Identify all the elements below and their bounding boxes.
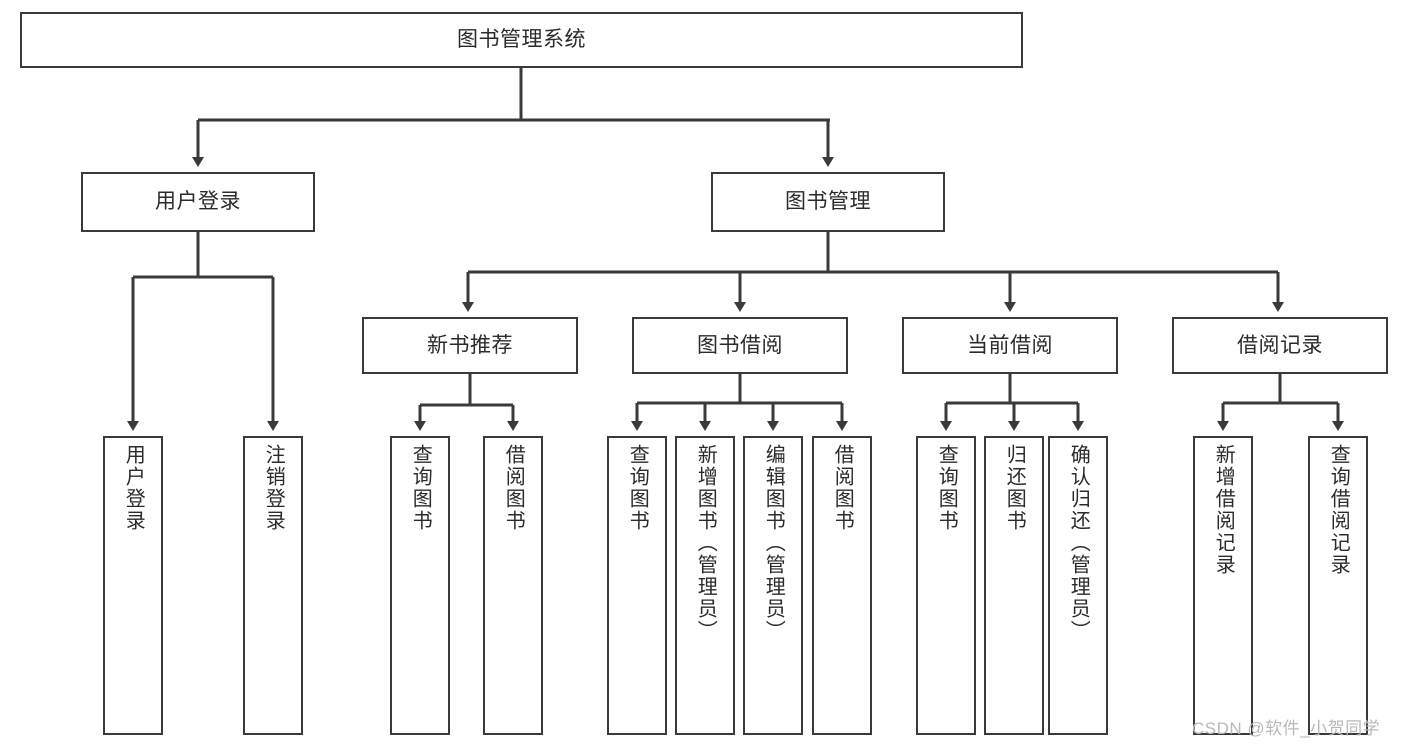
node-book-manage[interactable]: 图书管理	[711, 172, 945, 232]
leaf-add-record-label: 新增借阅记录	[1212, 444, 1235, 576]
node-book-borrow[interactable]: 图书借阅	[632, 317, 848, 374]
leaf-borrow-book-rec[interactable]: 借阅图书	[483, 436, 543, 735]
node-book-borrow-label: 图书借阅	[697, 333, 783, 357]
leaf-return-book-label: 归还图书	[1003, 444, 1026, 532]
node-current-borrow[interactable]: 当前借阅	[902, 317, 1118, 374]
node-book-manage-label: 图书管理	[785, 190, 871, 214]
leaf-confirm-return[interactable]: 确认归还（管理员）	[1048, 436, 1108, 735]
leaf-user-logout[interactable]: 注销登录	[243, 436, 303, 735]
leaf-query-record[interactable]: 查询借阅记录	[1308, 436, 1368, 735]
node-new-book-recommend-label: 新书推荐	[427, 333, 513, 357]
leaf-query-book-borrow[interactable]: 查询图书	[607, 436, 667, 735]
leaf-edit-book[interactable]: 编辑图书（管理员）	[743, 436, 803, 735]
leaf-user-login[interactable]: 用户登录	[103, 436, 163, 735]
leaf-user-logout-label: 注销登录	[262, 444, 285, 532]
node-current-borrow-label: 当前借阅	[967, 333, 1053, 357]
leaf-query-book-cur-label: 查询图书	[935, 444, 958, 532]
leaf-borrow-book[interactable]: 借阅图书	[812, 436, 872, 735]
node-new-book-recommend[interactable]: 新书推荐	[362, 317, 578, 374]
leaf-return-book[interactable]: 归还图书	[984, 436, 1044, 735]
leaf-edit-book-label: 编辑图书（管理员）	[762, 444, 785, 642]
leaf-borrow-book-label: 借阅图书	[831, 444, 854, 532]
csdn-watermark: CSDN @软件_小贺同学	[1192, 719, 1381, 738]
leaf-query-book-rec[interactable]: 查询图书	[390, 436, 450, 735]
leaf-add-book[interactable]: 新增图书（管理员）	[675, 436, 735, 735]
leaf-user-login-label: 用户登录	[122, 444, 145, 532]
node-user-login-label: 用户登录	[155, 190, 241, 214]
node-user-login[interactable]: 用户登录	[81, 172, 315, 232]
leaf-query-record-label: 查询借阅记录	[1327, 444, 1350, 576]
node-borrow-record-label: 借阅记录	[1237, 333, 1323, 357]
node-root-label: 图书管理系统	[457, 28, 586, 52]
leaf-query-book-cur[interactable]: 查询图书	[916, 436, 976, 735]
node-borrow-record[interactable]: 借阅记录	[1172, 317, 1388, 374]
node-root[interactable]: 图书管理系统	[20, 12, 1023, 68]
leaf-confirm-return-label: 确认归还（管理员）	[1067, 444, 1090, 642]
leaf-borrow-book-rec-label: 借阅图书	[502, 444, 525, 532]
leaf-add-book-label: 新增图书（管理员）	[694, 444, 717, 642]
leaf-query-book-borrow-label: 查询图书	[626, 444, 649, 532]
leaf-query-book-rec-label: 查询图书	[409, 444, 432, 532]
leaf-add-record[interactable]: 新增借阅记录	[1193, 436, 1253, 735]
